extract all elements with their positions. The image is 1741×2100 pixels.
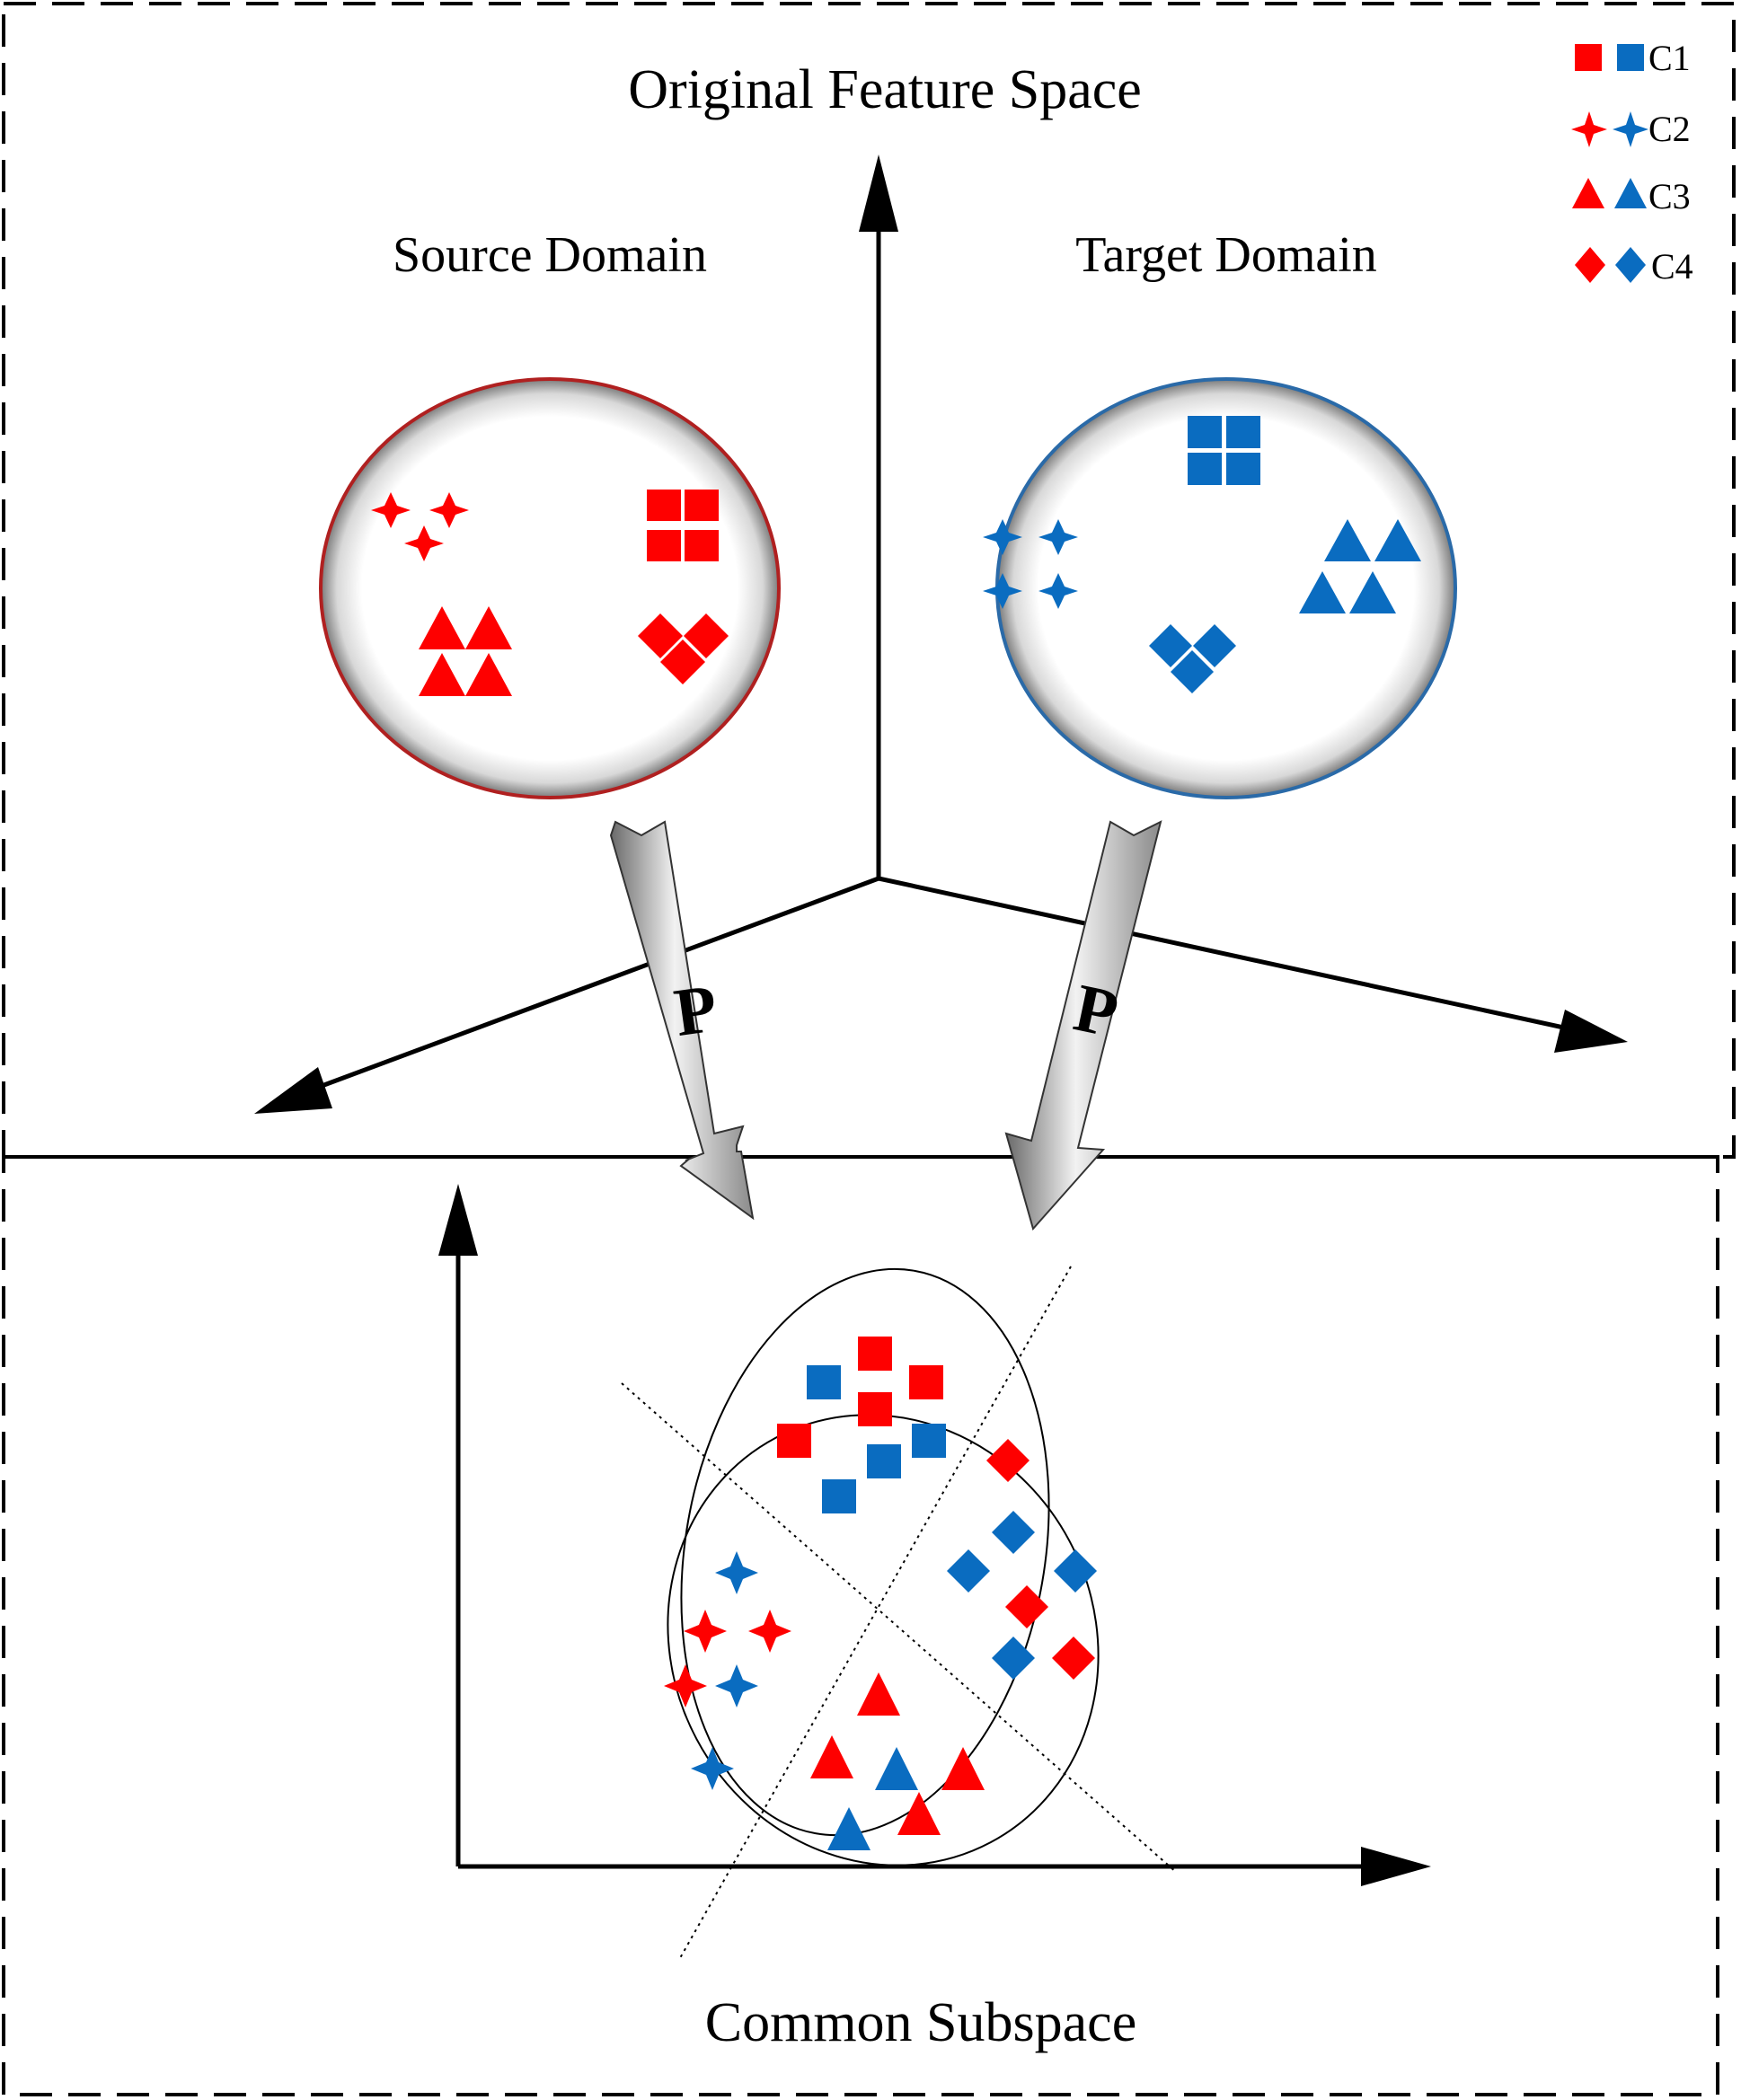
source-projection-label: P (670, 970, 722, 1051)
legend-c4-source-swatch (1575, 247, 1605, 283)
legend-c2-label: C2 (1648, 109, 1691, 149)
upper-panel-frame (2, 2, 1736, 1159)
subspace-c1-points (777, 1337, 946, 1513)
source-distribution-ellipse (680, 1267, 1050, 1837)
target-c2-cluster (983, 519, 1078, 609)
left-axis (314, 876, 879, 1091)
legend-c1-target-swatch (1617, 44, 1644, 71)
legend-c2: C2 (1571, 109, 1691, 149)
target-distribution-ellipse (667, 1414, 1100, 1866)
subspace-c3-points (810, 1672, 985, 1850)
subspace-horizontal-arrowhead (1361, 1847, 1431, 1886)
legend-c3-source-swatch (1572, 178, 1604, 208)
subspace-vertical-arrowhead (438, 1184, 478, 1256)
subspace-axes (438, 1184, 1431, 1886)
left-axis-arrowhead (254, 1067, 332, 1114)
source-c4-cluster (638, 613, 729, 684)
common-subspace-title: Common Subspace (705, 1992, 1136, 2053)
target-domain-label: Target Domain (1075, 227, 1377, 283)
legend: C1 C2 C3 C4 (1571, 38, 1693, 287)
source-projection-arrow[interactable] (609, 820, 755, 1221)
legend-c3-label: C3 (1648, 176, 1691, 216)
legend-c3-target-swatch (1614, 178, 1647, 208)
legend-c4-label: C4 (1651, 246, 1693, 287)
legend-c2-target-swatch (1613, 111, 1648, 147)
decision-boundary-2 (679, 1266, 1072, 1959)
original-feature-space-title: Original Feature Space (628, 59, 1142, 120)
source-class-clusters (371, 490, 729, 696)
target-projection-arrow[interactable] (1004, 820, 1162, 1231)
decision-boundary-1 (621, 1382, 1178, 1874)
source-domain-ball (319, 377, 781, 799)
target-c1-cluster (1188, 416, 1260, 485)
target-c3-cluster (1299, 519, 1421, 613)
source-domain-label: Source Domain (393, 227, 707, 283)
source-c3-cluster (419, 606, 512, 696)
legend-c4: C4 (1575, 246, 1693, 287)
subspace-distribution-ellipses (667, 1267, 1100, 1866)
legend-c1: C1 (1575, 38, 1691, 78)
right-axis-arrowhead (1554, 1010, 1628, 1053)
axis-arrowheads (254, 154, 1628, 1114)
subspace-c4-points (947, 1439, 1097, 1680)
target-class-clusters (983, 416, 1421, 693)
vertical-axis-arrowhead (859, 154, 898, 232)
legend-c4-target-swatch (1615, 247, 1646, 283)
source-c1-cluster (647, 490, 719, 561)
lower-panel-frame (2, 1155, 1719, 2096)
legend-c1-source-swatch (1575, 44, 1602, 71)
subspace-c2-points (664, 1551, 791, 1790)
feature-space-axes (314, 211, 1569, 1091)
right-axis (878, 876, 1569, 1031)
legend-c1-label: C1 (1648, 38, 1691, 78)
decision-boundaries (621, 1266, 1178, 1959)
legend-c2-source-swatch (1571, 111, 1607, 147)
legend-c3: C3 (1572, 176, 1691, 216)
subspace-points (664, 1337, 1097, 1850)
source-c2-cluster (371, 492, 469, 561)
target-c4-cluster (1149, 624, 1236, 693)
